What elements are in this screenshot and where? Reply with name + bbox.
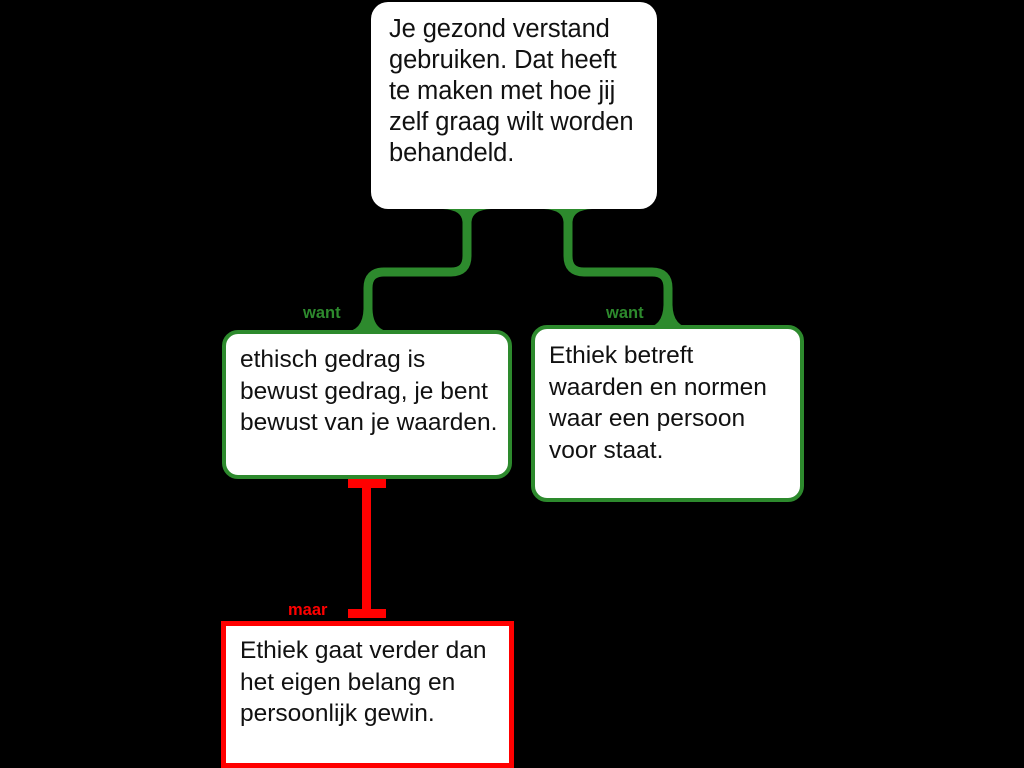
edge-label-want-right: want (606, 304, 644, 322)
reason-node-right[interactable]: Ethiek betreft waarden en normen waar ee… (531, 325, 804, 502)
connector-maar-stem (362, 486, 371, 612)
reason-node-left-text: ethisch gedrag is bewust gedrag, je bent… (240, 346, 498, 436)
objection-node-text: Ethiek gaat verder dan het eigen belang … (240, 637, 487, 727)
connector-want-left (344, 209, 491, 332)
connector-want-left-path (363, 212, 472, 326)
reason-node-left[interactable]: ethisch gedrag is bewust gedrag, je bent… (222, 330, 512, 479)
edge-label-want-left: want (303, 304, 341, 322)
connector-maar (348, 479, 386, 618)
claim-node-root-text: Je gezond verstand gebruiken. Dat heeft … (389, 15, 634, 167)
connector-want-left-flare-top (443, 209, 491, 222)
connector-maar-bar-top (348, 479, 386, 488)
reason-node-right-text: Ethiek betreft waarden en normen waar ee… (549, 342, 767, 464)
objection-node[interactable]: Ethiek gaat verder dan het eigen belang … (221, 621, 514, 768)
connector-want-right-flare-top (544, 209, 592, 222)
claim-node-root[interactable]: Je gezond verstand gebruiken. Dat heeft … (371, 2, 657, 209)
connector-maar-bar-bottom (348, 609, 386, 618)
edge-label-maar: maar (288, 601, 328, 619)
connector-want-left-flare-bottom (344, 309, 392, 332)
